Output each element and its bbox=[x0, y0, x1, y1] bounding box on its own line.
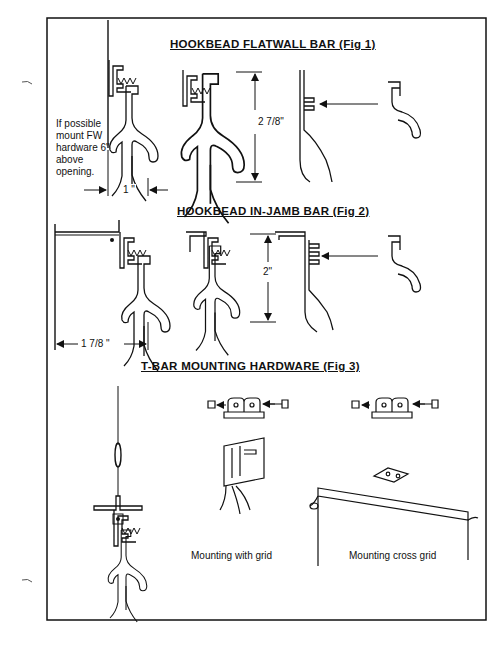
section-heading: HOOKBEAD IN-JAMB BAR (Fig 2) bbox=[177, 205, 369, 217]
caption-label: Mounting with grid bbox=[191, 550, 272, 562]
dimension-label: 2 7/8" bbox=[257, 116, 285, 128]
dimension-label: 2" bbox=[262, 266, 273, 278]
dimension-label: 1 " bbox=[122, 184, 136, 196]
dimension-label: 1 7/8 " bbox=[80, 338, 111, 350]
section-heading: T-BAR MOUNTING HARDWARE (Fig 3) bbox=[141, 360, 360, 372]
section-heading: HOOKBEAD FLATWALL BAR (Fig 1) bbox=[170, 38, 376, 50]
mounting-note: If possible mount FW hardware 6" above o… bbox=[56, 118, 114, 178]
caption-label: Mounting cross grid bbox=[349, 550, 436, 562]
